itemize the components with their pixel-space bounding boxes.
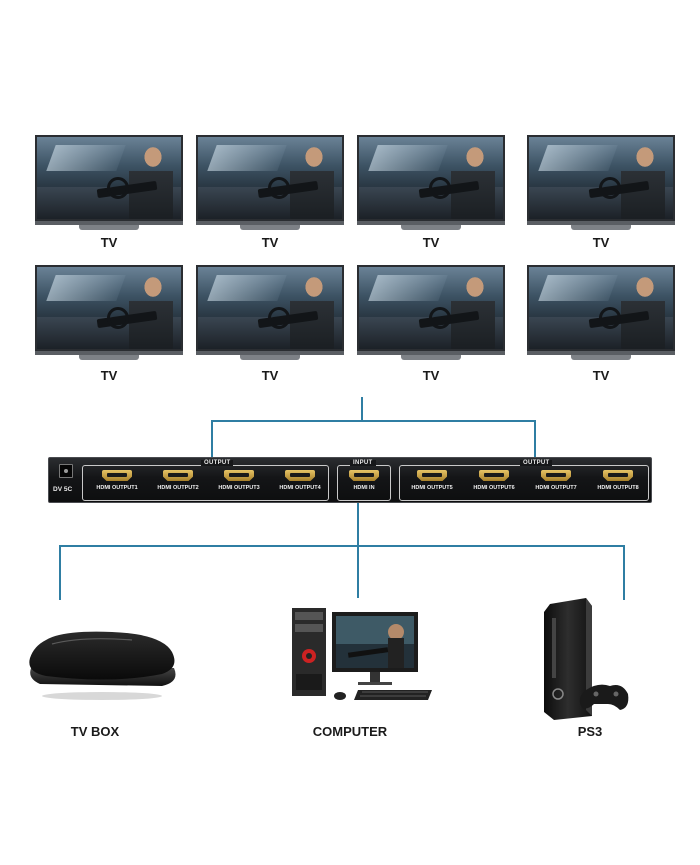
tv-icon [196,265,344,375]
port-label: HDMI OUTPUT5 [411,485,453,491]
tv-label: TV [261,368,279,383]
computer-label: COMPUTER [312,724,388,739]
tv-icon [527,135,675,245]
hdmi-output-port: HDMI OUTPUT5 [402,468,462,496]
hdmi-connector-icon [349,470,379,481]
tv-stand [240,225,300,230]
tv-icon [357,265,505,375]
ps3-label: PS3 [577,724,603,739]
tv-screen [35,265,183,351]
tv-icon [527,265,675,375]
hdmi-connector-icon [102,470,132,481]
tv-screen [527,135,675,221]
ps3-console-icon [544,598,629,720]
connector-line [534,420,536,458]
tv-label: TV [100,368,118,383]
tv-stand [401,225,461,230]
tv-screen [527,265,675,351]
tv-label: TV [592,235,610,250]
hdmi-connector-icon [541,470,571,481]
input-group-title: INPUT [350,460,376,466]
tv-stand [79,225,139,230]
output-group-title: OUTPUT [201,460,234,466]
tv-icon [357,135,505,245]
dc-label: DV 5C [53,486,73,493]
port-label: HDMI OUTPUT4 [279,485,321,491]
hdmi-output-port: HDMI OUTPUT3 [209,468,269,496]
hdmi-connector-icon [224,470,254,481]
hdmi-connector-icon [417,470,447,481]
tv-bezel [527,351,675,355]
hdmi-output-port: HDMI OUTPUT8 [588,468,648,496]
tv-bezel [196,221,344,225]
port-label: HDMI OUTPUT7 [535,485,577,491]
tv-bezel [35,221,183,225]
tv-label: TV [422,235,440,250]
tv-icon [35,265,183,375]
hdmi-connector-icon [163,470,193,481]
hdmi-output-port: HDMI OUTPUT4 [270,468,330,496]
tv-label: TV [422,368,440,383]
dc-power-jack-icon [59,464,73,478]
tv-bezel [35,351,183,355]
hdmi-input-port: HDMI IN [334,468,394,496]
port-label: HDMI OUTPUT1 [96,485,138,491]
tv-screen [196,265,344,351]
hdmi-output-port: HDMI OUTPUT6 [464,468,524,496]
connector-line [211,420,536,422]
connector-line [59,545,61,600]
input-group: INPUT [337,460,391,501]
connector-line [357,503,359,598]
hdmi-output-port: HDMI OUTPUT1 [87,468,147,496]
connector-line [59,545,625,547]
tv-screen [35,135,183,221]
tv-stand [240,355,300,360]
port-label: HDMI IN [353,485,375,491]
hdmi-connector-icon [479,470,509,481]
tv-stand [571,355,631,360]
tv-bezel [527,221,675,225]
hdmi-connector-icon [285,470,315,481]
tv-icon [35,135,183,245]
hdmi-output-port: HDMI OUTPUT2 [148,468,208,496]
hdmi-splitter: DV 5C OUTPUT INPUT OUTPUT HDMI OUTPUT1 HD… [48,457,652,503]
hdmi-output-port: HDMI OUTPUT7 [526,468,586,496]
output-group-title: OUTPUT [520,460,553,466]
port-label: HDMI OUTPUT6 [473,485,515,491]
tv-bezel [357,351,505,355]
tv-icon [196,135,344,245]
tv-stand [79,355,139,360]
computer-icon [292,608,432,700]
connector-line [211,420,213,458]
connector-line [623,545,625,600]
tv-box-icon [29,631,176,700]
port-label: HDMI OUTPUT2 [157,485,199,491]
output-group-right: OUTPUT [399,460,649,501]
tv-screen [196,135,344,221]
tv-label: TV [100,235,118,250]
port-label: HDMI OUTPUT3 [218,485,260,491]
tv-box-label: TV BOX [70,724,120,739]
tv-label: TV [261,235,279,250]
tv-stand [571,225,631,230]
tv-bezel [357,221,505,225]
tv-stand [401,355,461,360]
port-label: HDMI OUTPUT8 [597,485,639,491]
tv-screen [357,135,505,221]
tv-screen [357,265,505,351]
connector-line [361,397,363,421]
tv-bezel [196,351,344,355]
tv-label: TV [592,368,610,383]
hdmi-connector-icon [603,470,633,481]
output-group-left: OUTPUT [82,460,329,501]
